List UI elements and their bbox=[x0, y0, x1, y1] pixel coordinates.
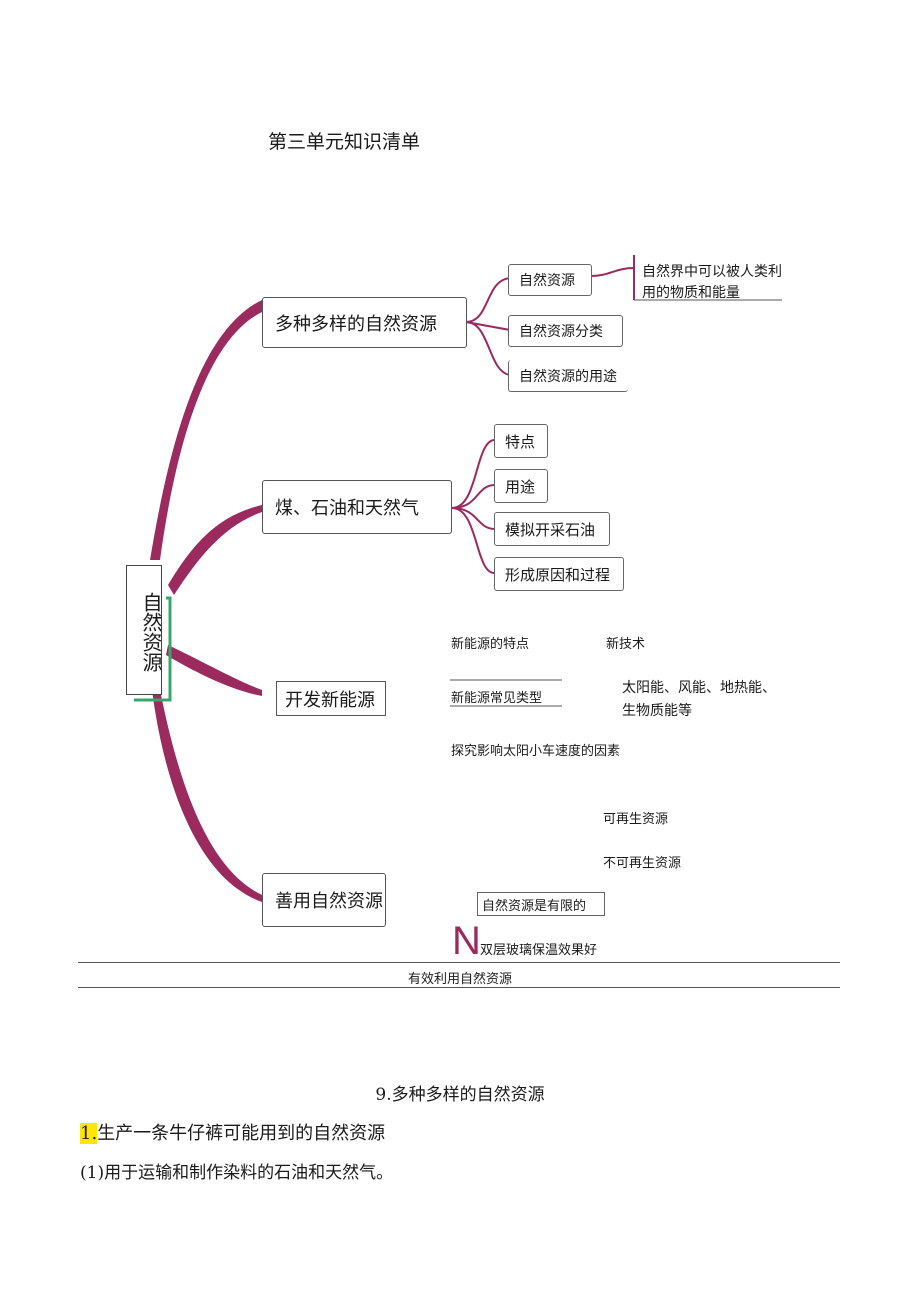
node-uses: 用途 bbox=[494, 469, 548, 503]
node-simulate-oil-extraction: 模拟开采石油 bbox=[494, 512, 610, 546]
node-label: 用途 bbox=[505, 477, 536, 496]
node-energy-list-1: 太阳能、风能、地热能、 bbox=[622, 680, 776, 696]
node-new-technology: 新技术 bbox=[606, 637, 646, 652]
lesson-point-1-sub: (1)用于运输和制作染料的石油和天然气。 bbox=[80, 1163, 394, 1183]
point-text: 生产一条牛仔裤可能用到的自然资源 bbox=[97, 1123, 386, 1144]
node-resource-classification: 自然资源分类 bbox=[508, 315, 623, 347]
branch-label: 善用自然资源 bbox=[275, 891, 383, 912]
node-effective-use: 有效利用自然资源 bbox=[407, 972, 512, 987]
mindmap-root: 自然资源 bbox=[126, 565, 163, 695]
rule-top bbox=[78, 962, 840, 963]
node-double-glazing: 双层玻璃保温效果好 bbox=[480, 943, 598, 958]
node-resources-limited: 自然资源是有限的 bbox=[477, 892, 605, 916]
node-label: 自然资源分类 bbox=[519, 324, 603, 340]
node-new-energy-types: 新能源常见类型 bbox=[451, 691, 543, 706]
node-formation-process: 形成原因和过程 bbox=[494, 557, 624, 591]
branch-use-resources-wisely: 善用自然资源 bbox=[262, 873, 386, 927]
page-title: 第三单元知识清单 bbox=[268, 131, 421, 153]
node-solar-car-experiment: 探究影响太阳小车速度的因素 bbox=[451, 744, 621, 759]
rule-bottom bbox=[78, 987, 840, 988]
node-label: 自然资源是有限的 bbox=[482, 898, 587, 914]
branch-natural-resources-variety: 多种多样的自然资源 bbox=[262, 297, 467, 348]
node-nonrenewable: 不可再生资源 bbox=[603, 856, 682, 871]
node-label: 自然资源的用途 bbox=[519, 368, 617, 385]
node-natural-resources: 自然资源 bbox=[508, 264, 592, 296]
lesson-heading: 9.多种多样的自然资源 bbox=[375, 1085, 545, 1105]
node-new-energy-features: 新能源的特点 bbox=[451, 637, 530, 652]
branch-fossil-fuels: 煤、石油和天然气 bbox=[262, 480, 452, 534]
node-label: 形成原因和过程 bbox=[505, 565, 611, 584]
branch-label: 煤、石油和天然气 bbox=[275, 498, 419, 519]
branch-label: 开发新能源 bbox=[285, 689, 375, 711]
node-label: 特点 bbox=[505, 432, 536, 451]
svg-text:N: N bbox=[452, 919, 481, 963]
mindmap-connectors: N bbox=[134, 255, 782, 963]
definition-line-2: 用的物质和能量 bbox=[642, 285, 740, 301]
node-energy-list-2: 生物质能等 bbox=[622, 703, 692, 719]
branch-label: 多种多样的自然资源 bbox=[275, 313, 437, 335]
node-characteristics: 特点 bbox=[494, 424, 548, 458]
node-label: 自然资源 bbox=[519, 273, 575, 289]
lesson-point-1: 1.生产一条牛仔裤可能用到的自然资源 bbox=[80, 1119, 385, 1145]
definition-line-1: 自然界中可以被人类利 bbox=[642, 264, 782, 280]
node-renewable: 可再生资源 bbox=[603, 812, 669, 827]
node-resource-uses: 自然资源的用途 bbox=[508, 360, 628, 392]
point-number: 1. bbox=[80, 1123, 98, 1144]
branch-new-energy: 开发新能源 bbox=[276, 681, 386, 716]
node-label: 模拟开采石油 bbox=[505, 520, 596, 539]
